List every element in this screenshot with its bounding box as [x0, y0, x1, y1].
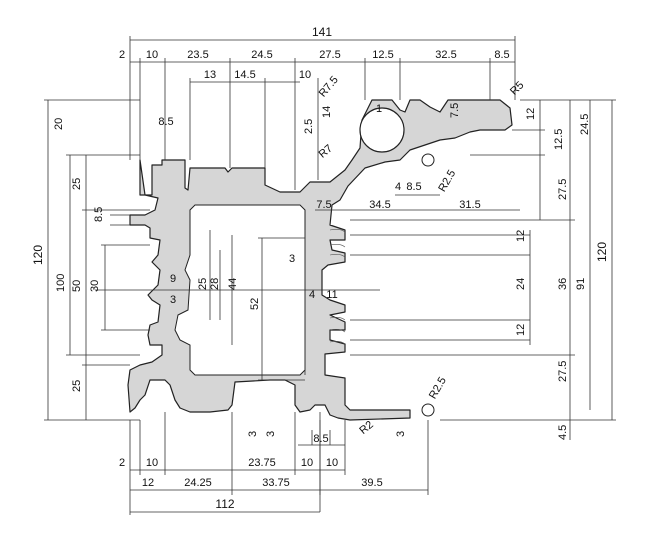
dim-inner-52: 52 — [249, 298, 261, 310]
dim-left-25-bottom: 25 — [71, 380, 83, 392]
dim-inner-85: 8.5 — [158, 116, 173, 128]
dim-top-2: 10 — [146, 49, 158, 61]
dim-top-7: 32.5 — [435, 49, 456, 61]
dim-bottom-10-c: 10 — [326, 457, 338, 469]
dim-misc-3-a: 3 — [289, 253, 295, 265]
radius-r75: R7.5 — [317, 74, 341, 100]
dim-misc-14: 14 — [321, 106, 333, 118]
dim-left-25-top: 25 — [71, 178, 83, 190]
labels: 141 2 10 23.5 24.5 27.5 12.5 32.5 8.5 13… — [31, 25, 609, 511]
dim-bottom-395: 39.5 — [361, 477, 382, 489]
dim-misc-75-top: 7.5 — [449, 103, 461, 118]
dim-right-91: 91 — [575, 278, 587, 290]
dim-bottom-2: 2 — [119, 457, 125, 469]
dim-bottom-12: 12 — [142, 477, 154, 489]
small-hole-bottom — [421, 403, 435, 417]
dim-misc-345: 34.5 — [369, 199, 390, 211]
dim-misc-1: 1 — [376, 103, 382, 115]
dim-top-8: 8.5 — [494, 49, 509, 61]
dim-top-row2-3: 10 — [299, 69, 311, 81]
dim-inner-9: 9 — [170, 273, 176, 285]
dim-misc-3-d: 3 — [395, 431, 407, 437]
radius-r7: R7 — [317, 142, 335, 160]
dim-right-45: 4.5 — [557, 425, 569, 440]
dim-top-row2-1: 13 — [204, 69, 216, 81]
dim-bottom-10-b: 10 — [301, 457, 313, 469]
dim-overall-top: 141 — [312, 25, 332, 39]
dim-inner-28: 28 — [209, 278, 221, 290]
dim-top-1: 2 — [119, 49, 125, 61]
dim-left-30: 30 — [89, 280, 101, 292]
dim-right-12-a: 12 — [515, 230, 527, 242]
dim-misc-315: 31.5 — [459, 199, 480, 211]
dim-misc-11: 11 — [326, 289, 337, 301]
dim-bottom-2425: 24.25 — [184, 477, 212, 489]
dim-right-12-b: 12 — [515, 324, 527, 336]
dim-right-275-top: 27.5 — [557, 179, 569, 200]
dim-misc-85: 8.5 — [406, 181, 421, 193]
dim-left-100: 100 — [55, 274, 67, 292]
dim-misc-4: 4 — [395, 181, 401, 193]
dim-inner-3: 3 — [170, 294, 176, 306]
dim-misc-4b: 4 — [309, 289, 315, 301]
dim-right-125: 12.5 — [553, 129, 565, 150]
dim-top-6: 12.5 — [372, 49, 393, 61]
dim-left-50: 50 — [71, 280, 83, 292]
dim-left-85: 8.5 — [93, 207, 105, 222]
dim-bottom-10-a: 10 — [146, 457, 158, 469]
dim-misc-75: 7.5 — [316, 199, 331, 211]
dim-top-row2-2: 14.5 — [234, 69, 255, 81]
dim-top-5: 27.5 — [319, 49, 340, 61]
dim-right-245: 24.5 — [579, 114, 591, 135]
dim-right-275-bottom: 27.5 — [557, 361, 569, 382]
dim-inner-44: 44 — [227, 278, 239, 290]
dim-right-overall: 120 — [595, 242, 609, 262]
dim-right-24: 24 — [515, 278, 527, 290]
radius-r25-bottom: R2.5 — [427, 375, 449, 401]
fins — [329, 229, 346, 345]
dim-misc-85-bottom: 8.5 — [313, 433, 328, 445]
radius-r5: R5 — [508, 79, 526, 97]
dim-left-overall: 120 — [31, 245, 45, 265]
dim-bottom-overall: 112 — [215, 497, 234, 511]
small-hole-top — [421, 153, 435, 167]
dimension-lines — [44, 36, 616, 515]
dim-top-4: 24.5 — [251, 49, 272, 61]
round-boss — [359, 107, 405, 153]
dim-bottom-2375: 23.75 — [248, 457, 276, 469]
dim-left-20: 20 — [53, 118, 65, 130]
radius-r25-top: R2.5 — [436, 168, 458, 194]
radius-r2: R2 — [357, 419, 375, 437]
dim-misc-3-b: 3 — [247, 431, 259, 437]
dim-top-3: 23.5 — [187, 49, 208, 61]
dim-right-12: 12 — [525, 108, 537, 120]
dim-bottom-3375: 33.75 — [262, 477, 290, 489]
dim-right-36: 36 — [557, 278, 569, 290]
dim-inner-25: 25 — [197, 278, 209, 290]
dim-misc-25: 2.5 — [303, 119, 315, 134]
dim-misc-3-c: 3 — [265, 431, 277, 437]
